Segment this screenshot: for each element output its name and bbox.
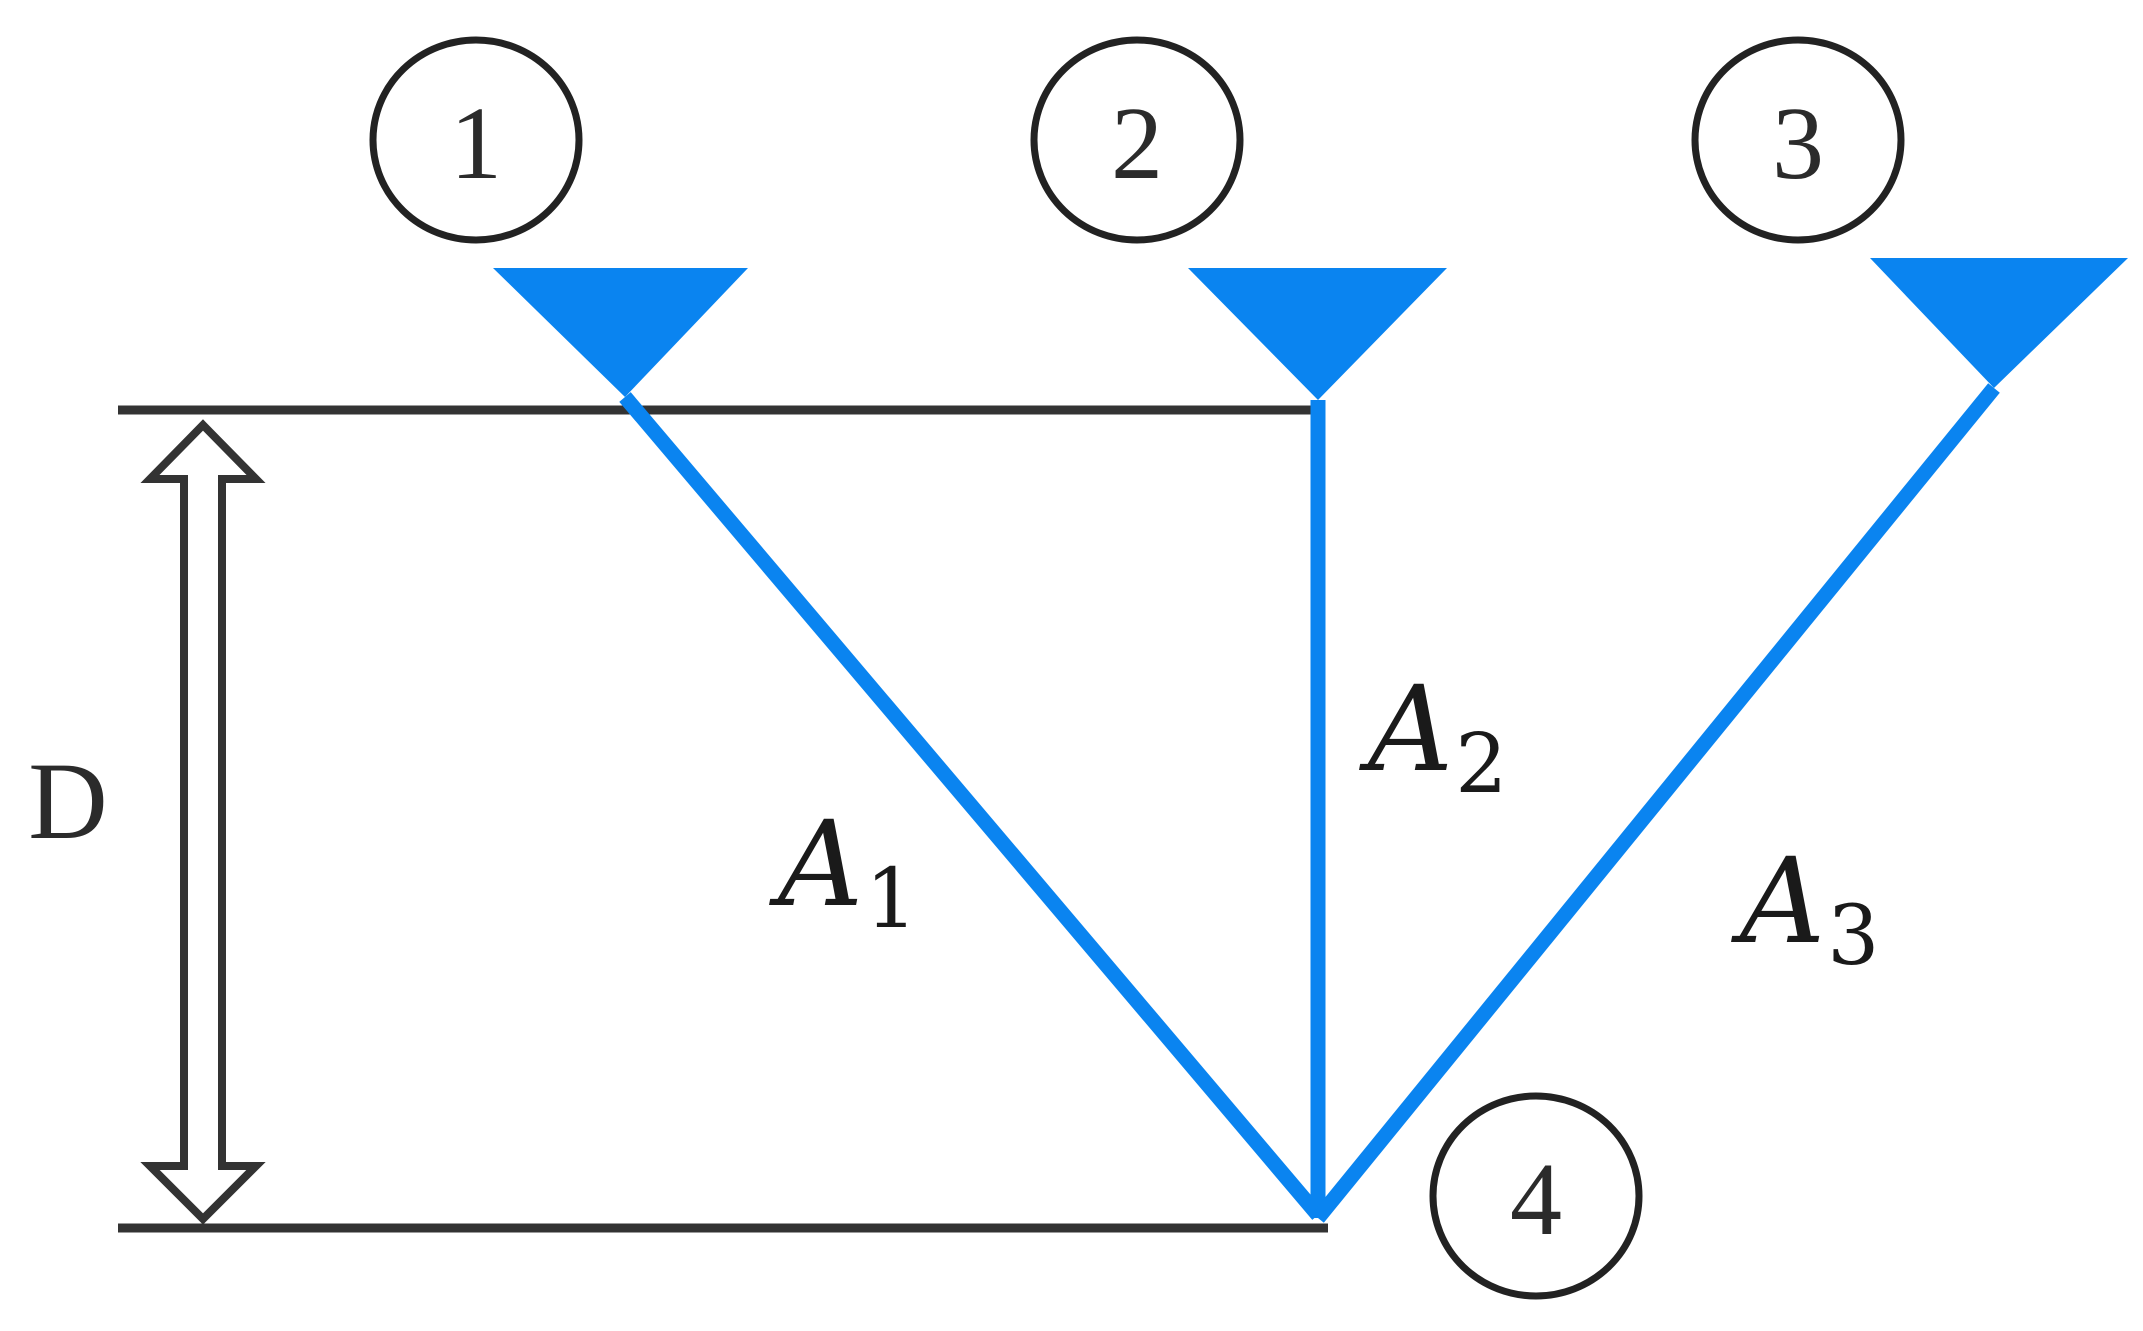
member-a1-line xyxy=(619,392,1324,1220)
member-label-a1: A1 xyxy=(769,795,917,947)
double-arrow-icon xyxy=(140,419,266,1225)
svg-text:1: 1 xyxy=(450,86,502,201)
triangle-support-icon xyxy=(1188,268,1447,400)
member-label-a2: A2 xyxy=(1359,660,1507,812)
member-label-a3: A3 xyxy=(1731,832,1879,984)
node-1: 1 xyxy=(369,36,583,244)
node-4: 4 xyxy=(1429,1092,1643,1300)
svg-text:4: 4 xyxy=(1510,1142,1562,1257)
dimension-label: D xyxy=(28,740,107,862)
node-3: 3 xyxy=(1691,36,1905,244)
triangle-support-icon xyxy=(493,268,748,397)
svg-text:2: 2 xyxy=(1111,86,1163,201)
member-a3-line xyxy=(1312,383,2000,1223)
triangle-support-icon xyxy=(1870,258,2128,388)
node-2: 2 xyxy=(1030,36,1244,244)
svg-text:3: 3 xyxy=(1772,86,1824,201)
